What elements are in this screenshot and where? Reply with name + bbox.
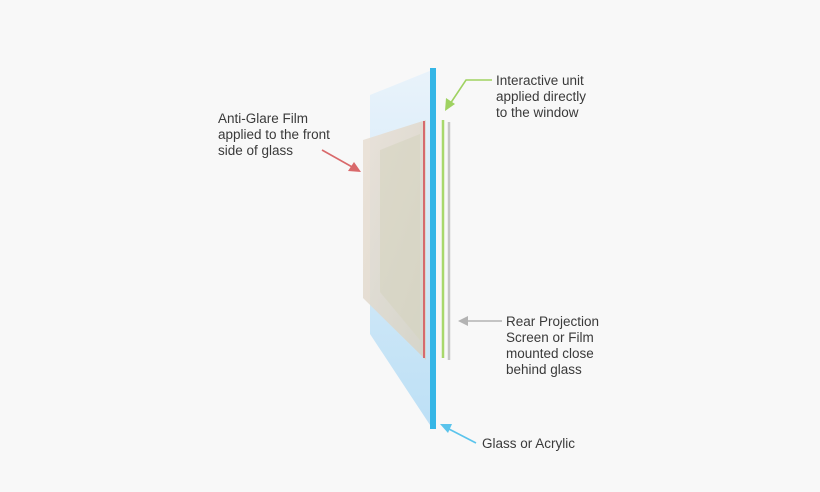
rear-projection-label: Rear Projection Screen or Film mounted c… [506, 314, 599, 378]
interactive-unit-arrow [445, 79, 492, 111]
interactive-unit-label-line-1: Interactive unit [496, 73, 584, 88]
interactive-unit-label: Interactive unit applied directly to the… [496, 73, 586, 121]
interactive-unit-label-line-3: to the window [496, 105, 579, 120]
rear-projection-label-line-1: Rear Projection [506, 314, 600, 329]
rear-projection-label-line-2: Screen or Film [506, 330, 594, 345]
anti-glare-label-line-1: Anti-Glare Film [218, 111, 309, 126]
rear-projection-label-line-3: mounted close [506, 346, 594, 361]
anti-glare-label-line-2: applied to the front [218, 127, 330, 142]
anti-glare-label-line-3: side of glass [218, 143, 294, 158]
anti-glare-arrow [321, 149, 361, 172]
glass-label-line-1: Glass or Acrylic [482, 436, 576, 451]
glass-arrow [440, 424, 477, 444]
rear-projection-label-line-4: behind glass [506, 362, 582, 377]
anti-glare-label: Anti-Glare Film applied to the front sid… [218, 111, 330, 159]
interactive-unit-label-line-2: applied directly [496, 89, 587, 104]
rear-projection-arrow [458, 316, 502, 326]
glass-label: Glass or Acrylic [482, 436, 575, 452]
glass-edge [430, 68, 436, 429]
anti-glare-film-inner [380, 134, 420, 340]
